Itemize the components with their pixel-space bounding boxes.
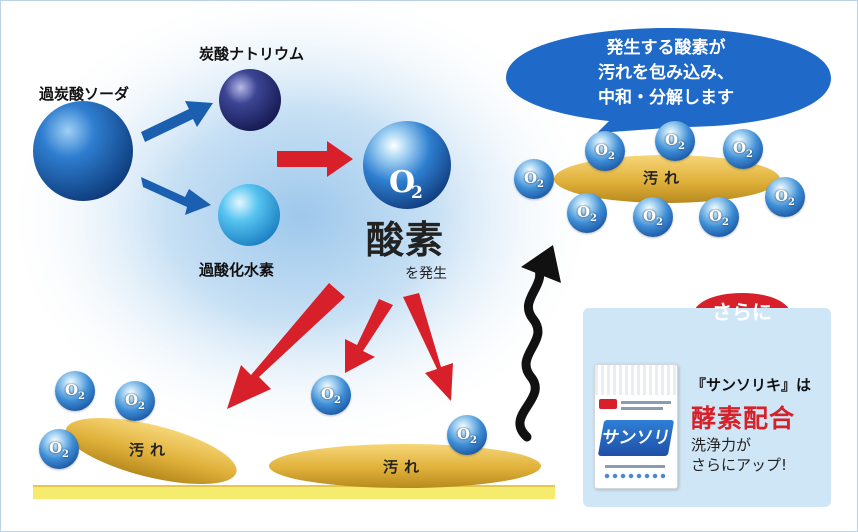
floor-surface (33, 485, 555, 499)
cleaning-power-line2: さらにアップ! (691, 456, 788, 474)
oxygen-sphere-symbol: O (389, 165, 415, 200)
bubble-line: 発生する酸素が (606, 38, 726, 58)
o2-molecule: O2 (699, 197, 739, 237)
wavy-arrow-up (515, 260, 545, 442)
label-sodium-percarbonate: 過炭酸ソーダ (39, 85, 130, 103)
stain-label-left: 汚れ (129, 441, 172, 459)
o2-molecule: O2 (765, 177, 805, 217)
bubble-line: 汚れを包み込み、 (598, 63, 734, 83)
arrow-down-right (403, 293, 453, 401)
oxygen-sphere-subscript: 2 (411, 183, 423, 203)
speech-bubble-shape (506, 28, 831, 133)
hydrogen-peroxide-sphere (218, 184, 280, 246)
package-zipper (595, 365, 677, 395)
bubble-line: 中和・分解します (598, 88, 734, 108)
o2-molecule: O2 (115, 381, 155, 421)
o2-molecule: O2 (447, 415, 487, 455)
background-glow (1, 1, 601, 451)
package-text-line (621, 407, 663, 410)
label-sodium-carbonate: 炭酸ナトリウム (199, 45, 305, 63)
arrow-to-carbonate (141, 101, 213, 142)
package-dots (603, 471, 669, 481)
arrow-to-oxygen (277, 141, 353, 177)
oxygen-sphere (363, 121, 451, 209)
o2-molecule: O2 (633, 197, 673, 237)
arrow-down-left (227, 283, 345, 409)
label-oxygen: 酸素 (366, 218, 445, 262)
speech-bubble-text: 発生する酸素が 汚れを包み込み、 中和・分解します (521, 36, 811, 111)
sodium-percarbonate-sphere (33, 101, 133, 201)
o2-molecule: O2 (585, 131, 625, 171)
arrow-down-center (345, 299, 393, 373)
package-text-line (621, 401, 671, 404)
package-red-tag (599, 399, 617, 409)
package-logo: サンソリキ (597, 420, 675, 484)
label-hydrogen-peroxide: 過酸化水素 (199, 261, 275, 279)
wavy-arrow-head (521, 245, 561, 283)
enzyme-formula-text: 酵素配合 (691, 404, 796, 433)
arrow-to-peroxide (141, 177, 211, 215)
sodium-carbonate-sphere (219, 69, 281, 131)
stain-label-top: 汚れ (643, 169, 686, 187)
o2-molecule: O2 (311, 375, 351, 415)
product-brand-text: 『サンソリキ』は (691, 376, 812, 394)
stain-right (269, 444, 541, 488)
badge-label: さらに (712, 300, 772, 324)
package-text-line (605, 465, 665, 468)
o2-molecule: O2 (55, 371, 95, 411)
cleaning-power-line1: 洗浄力が (691, 436, 752, 454)
floor-edge (33, 485, 555, 487)
o2-molecule: O2 (723, 129, 763, 169)
o2-molecule: O2 (514, 159, 554, 199)
stain-label-right: 汚れ (383, 458, 426, 476)
stain-left (65, 417, 237, 485)
o2-molecule: O2 (655, 121, 695, 161)
o2-molecule: O2 (567, 193, 607, 233)
label-oxygen-generated: を発生 (405, 266, 447, 282)
product-package-image: サンソリキ (594, 364, 678, 489)
o2-molecule: O2 (39, 429, 79, 469)
